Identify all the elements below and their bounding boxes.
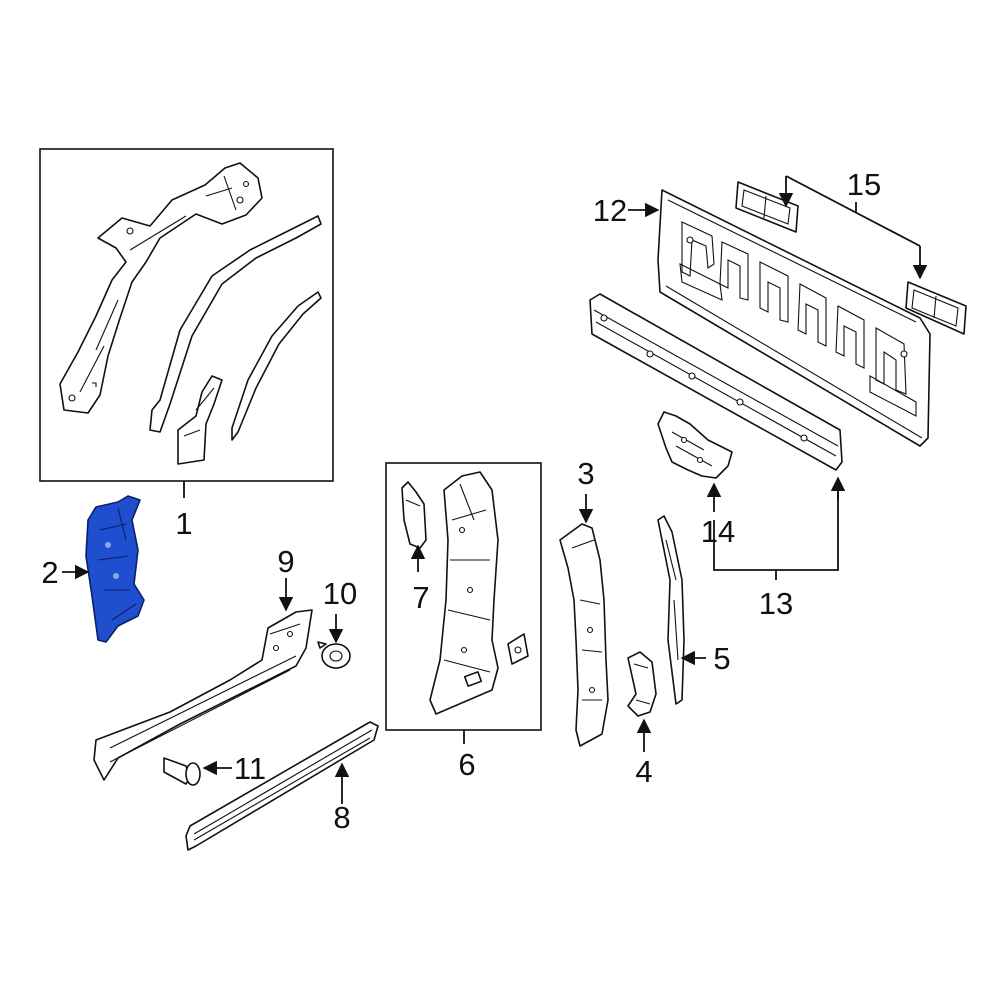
part-10-group: 10 (317, 576, 357, 669)
callout-11: 11 (234, 751, 266, 786)
part-9-group: 9 (93, 544, 313, 781)
plug-upper (735, 181, 799, 233)
part-6-group: 7 6 (385, 462, 542, 782)
corner-bracket (627, 651, 657, 717)
callout-14: 14 (701, 514, 735, 549)
roof-rail-strip-inner (231, 291, 322, 441)
nut (321, 643, 351, 669)
part-1-box (39, 148, 334, 482)
rocker-panel-inner (93, 609, 313, 781)
callout-9: 9 (277, 544, 294, 579)
part-13-group: 13 (589, 293, 846, 621)
part-12-group: 12 (593, 189, 931, 447)
callout-15-bracket (785, 175, 921, 247)
part-14-group: 14 (657, 411, 735, 549)
part-11-group: 11 (163, 751, 266, 786)
part-5-group: 5 (657, 515, 731, 705)
b-pillar-inner (429, 471, 499, 715)
part-1-group: 1 (39, 148, 334, 541)
callout-8: 8 (333, 800, 350, 835)
part-15-group: 15 (735, 167, 967, 335)
callout-6: 6 (458, 747, 475, 782)
a-pillar-inner (59, 162, 263, 414)
back-panel (657, 189, 931, 447)
callout-1: 1 (175, 506, 192, 541)
callout-13: 13 (759, 586, 793, 621)
callout-10: 10 (323, 576, 357, 611)
c-pillar (559, 523, 609, 747)
roof-rail-strip-outer (149, 215, 322, 433)
callout-3: 3 (577, 456, 594, 491)
pillar-trim-strip (657, 515, 685, 705)
part-4-group: 4 (627, 651, 657, 789)
callout-12: 12 (593, 193, 627, 228)
back-panel-ribs (679, 221, 917, 417)
pillar-bracket-small (401, 481, 427, 549)
callout-7: 7 (412, 580, 429, 615)
rear-cross-member (589, 293, 843, 471)
callout-2: 2 (41, 555, 58, 590)
part-8-group: 8 (185, 721, 379, 851)
callout-15: 15 (847, 167, 881, 202)
pillar-reinforcement (85, 495, 145, 643)
callout-5: 5 (713, 641, 730, 676)
pillar-bracket (177, 375, 223, 465)
callout-4: 4 (635, 754, 652, 789)
part-3-group: 3 (559, 456, 609, 747)
part-2-highlighted: 2 (41, 495, 145, 643)
plug-lower (905, 281, 967, 335)
